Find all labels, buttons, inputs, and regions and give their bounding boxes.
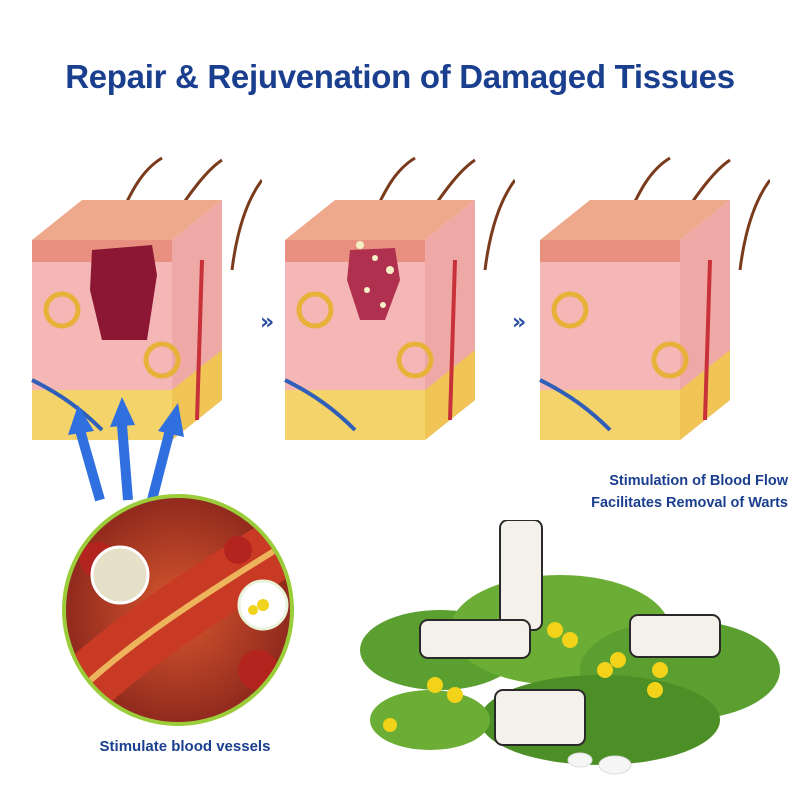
skin-cross-section-healing [284,156,517,440]
blood-vessel-illustration [62,494,294,726]
blood-flow-arrows [68,397,184,502]
skin-block-wart [22,150,264,450]
herbs-and-birch-bark [360,520,780,775]
skin-block-healing [275,150,517,450]
vessel-caption: Stimulate blood vessels [99,738,271,755]
caption-line-2: Facilitates Removal of Warts [591,495,788,511]
skin-cross-section-wart [31,156,264,440]
sequence-arrow: » [260,310,275,335]
sequence-arrow: » [512,310,527,335]
caption-line-1: Stimulation of Blood Flow [609,473,788,489]
skin-cross-section-healthy [539,156,772,440]
blood-flow-caption: Stimulation of Blood Flow Facilitates Re… [520,470,788,514]
page-title: Repair & Rejuvenation of Damaged Tissues [65,58,735,95]
skin-block-healthy [530,150,772,450]
